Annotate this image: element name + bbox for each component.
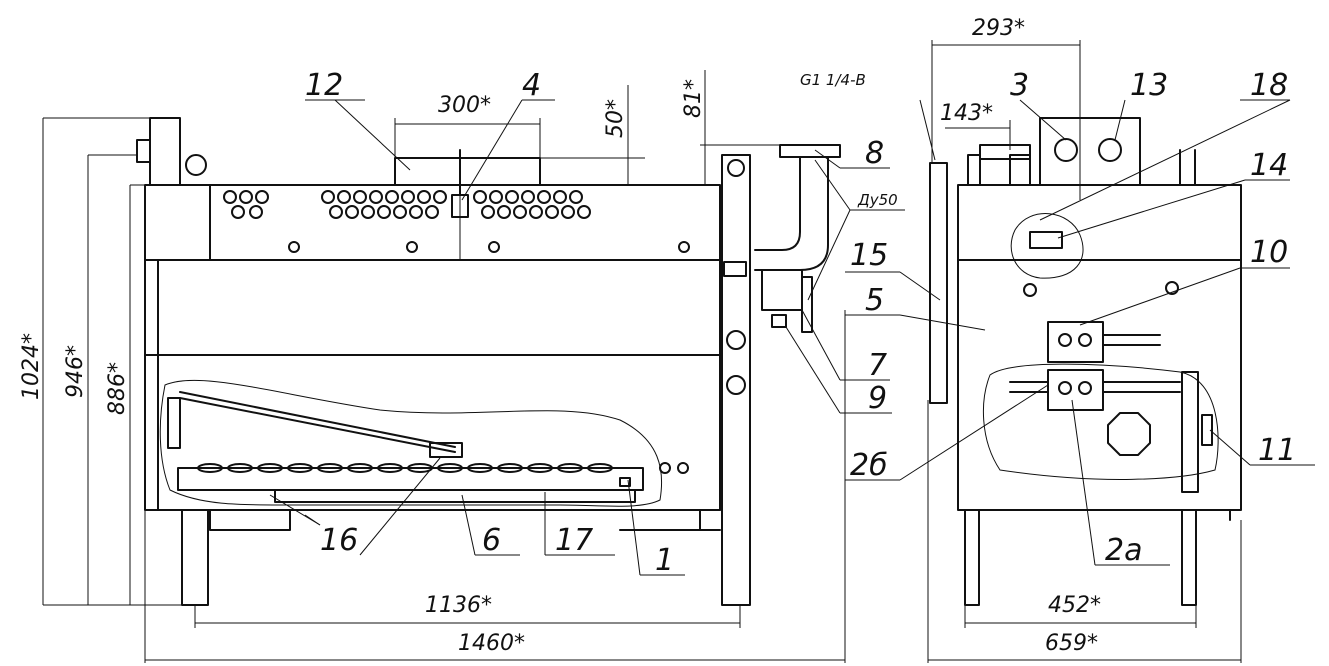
dim-50: 50* <box>603 99 628 138</box>
dim-659: 659* <box>1045 631 1098 656</box>
callout-16: 16 <box>320 523 358 558</box>
callout-14: 14 <box>1250 148 1288 183</box>
dim-300: 300* <box>438 93 491 118</box>
dimension-lines <box>42 40 1242 663</box>
dim-1136: 1136* <box>425 593 492 618</box>
right-leg <box>721 154 751 606</box>
dim-143: 143* <box>940 101 993 126</box>
leader-lines <box>269 99 1315 576</box>
dim-1460: 1460* <box>458 631 525 656</box>
callout-10: 10 <box>1250 235 1288 270</box>
dim-886: 886* <box>105 362 130 415</box>
callout-4: 4 <box>522 68 541 103</box>
gauge-3 <box>1054 138 1078 162</box>
cutaway-outline <box>159 379 663 507</box>
thread-label: G1 1/4-B <box>800 71 866 89</box>
dim-293: 293* <box>972 16 1025 41</box>
callout-6: 6 <box>482 523 501 558</box>
gauge-13 <box>1098 138 1122 162</box>
valve-10 <box>1047 321 1104 363</box>
vent-holes <box>223 190 591 219</box>
callout-15: 15 <box>850 238 888 273</box>
callout-8: 8 <box>865 136 884 171</box>
left-leg <box>181 509 209 606</box>
dim-946: 946* <box>63 345 88 398</box>
callout-12: 12 <box>305 68 343 103</box>
callout-5: 5 <box>865 283 884 318</box>
octagon-hatch <box>1107 412 1151 456</box>
dim-81: 81* <box>681 79 706 118</box>
flue-box <box>394 157 541 186</box>
callout-18: 18 <box>1250 68 1288 103</box>
callout-2b: 2б <box>850 448 888 483</box>
callout-labels: 1 2а 2б 3 4 5 6 7 8 9 10 11 12 13 14 15 … <box>305 68 1296 578</box>
side-view <box>929 117 1242 606</box>
callout-3: 3 <box>1010 68 1029 103</box>
callout-1: 1 <box>655 543 674 578</box>
callout-13: 13 <box>1130 68 1168 103</box>
callout-17: 17 <box>555 523 593 558</box>
grate-slots <box>197 463 613 473</box>
dn-label: Ду50 <box>857 191 898 209</box>
flange-15 <box>929 162 948 404</box>
dim-1024: 1024* <box>19 333 44 400</box>
callout-2a: 2а <box>1105 533 1142 568</box>
callout-7: 7 <box>868 348 887 383</box>
boiler-body <box>144 184 721 511</box>
valve-2a <box>1047 369 1104 411</box>
dim-452: 452* <box>1048 593 1101 618</box>
callout-11: 11 <box>1258 433 1296 468</box>
front-view <box>136 117 841 606</box>
dimension-labels: 1024* 946* 886* 300* 50* 81* 293* 143* 1… <box>19 16 1101 656</box>
callout-9: 9 <box>868 381 887 416</box>
